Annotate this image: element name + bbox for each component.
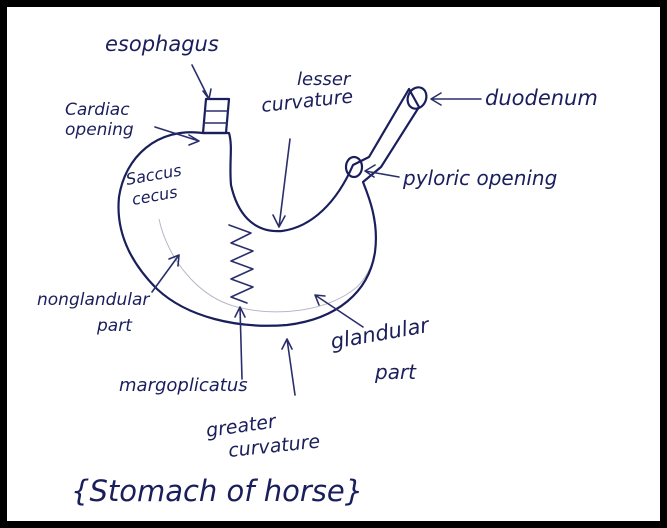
label-lesser-2: curvature (260, 85, 354, 117)
arrow-nonglandular (152, 255, 179, 292)
arrow-esophagus (192, 65, 211, 99)
label-esophagus: esophagus (105, 32, 219, 56)
label-cardiac-1: Cardiac (65, 100, 130, 120)
arrow-glandular (315, 295, 363, 327)
arrow-cardiac (155, 127, 199, 145)
pyloric-opening-shape (346, 157, 362, 177)
arrow-greater (282, 339, 295, 395)
label-cardiac-2: opening (65, 120, 134, 140)
stomach-drawing: esophagus Cardiac opening lesser curvatu… (7, 7, 660, 521)
label-nonglandular-1: nonglandular (37, 290, 150, 310)
arrow-lesser (273, 139, 290, 227)
label-glandular-1: glandular (329, 313, 432, 354)
arrow-duodenum (431, 93, 481, 105)
esophagus-tube (203, 99, 229, 133)
duodenum-opening (404, 84, 430, 112)
label-glandular-2: part (374, 360, 417, 384)
label-duodenum: duodenum (485, 86, 598, 110)
label-nonglandular-2: part (96, 316, 133, 336)
esophagus-rings (204, 111, 228, 123)
stomach-outline (118, 89, 419, 326)
diagram-title: {Stomach of horse} (71, 474, 363, 508)
arrow-margo (235, 307, 245, 379)
inner-pencil-outline (159, 217, 376, 312)
label-pyloric: pyloric opening (402, 166, 557, 190)
label-margo: margoplicatus (119, 375, 248, 396)
margo-plicatus-zigzag (229, 225, 253, 303)
